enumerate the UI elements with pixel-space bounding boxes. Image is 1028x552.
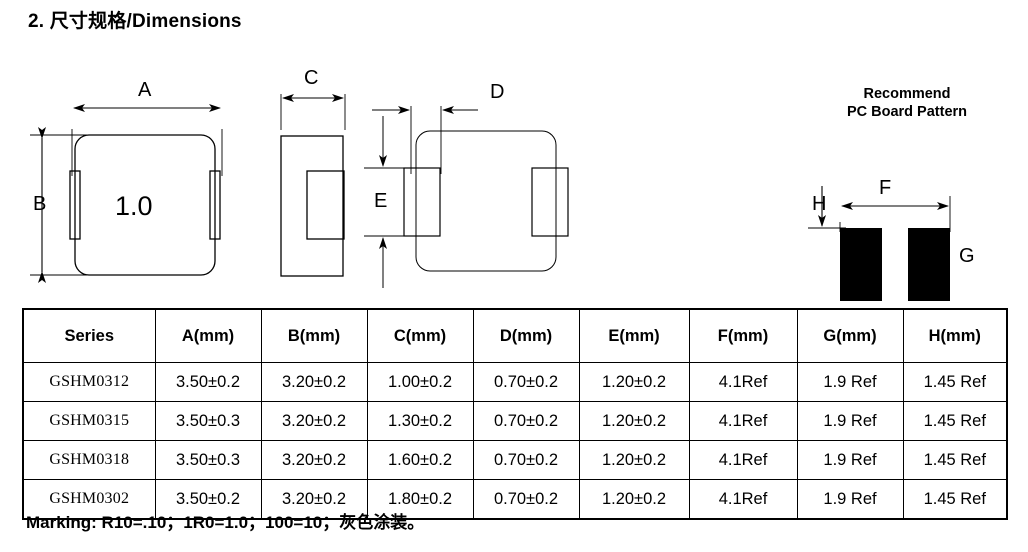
pcb-caption-line2: PC Board Pattern bbox=[846, 104, 968, 120]
dimension-drawings-svg bbox=[30, 94, 951, 301]
part-marking-text: 1.0 bbox=[115, 191, 153, 221]
table-header-gmm: G(mm) bbox=[796, 308, 904, 363]
value-cell: 1.9 Ref bbox=[796, 362, 904, 402]
value-cell: 1.80±0.2 bbox=[366, 479, 474, 520]
value-cell: 1.20±0.2 bbox=[578, 401, 690, 441]
value-cell: 4.1Ref bbox=[688, 401, 798, 441]
value-cell: 1.9 Ref bbox=[796, 440, 904, 480]
pcb-pad-left bbox=[840, 228, 882, 301]
value-cell: 3.50±0.3 bbox=[154, 401, 262, 441]
value-cell: 1.45 Ref bbox=[902, 401, 1008, 441]
value-cell: 1.45 Ref bbox=[902, 362, 1008, 402]
page-title: 2. 尺寸规格/Dimensions bbox=[28, 11, 242, 32]
dim-label-d: D bbox=[490, 81, 505, 103]
series-cell: GSHM0302 bbox=[22, 479, 156, 520]
value-cell: 1.20±0.2 bbox=[578, 440, 690, 480]
series-cell: GSHM0315 bbox=[22, 401, 156, 441]
table-header-cmm: C(mm) bbox=[366, 308, 474, 363]
table-header-bmm: B(mm) bbox=[260, 308, 368, 363]
dim-label-f: F bbox=[879, 177, 892, 199]
dim-label-e: E bbox=[374, 190, 388, 212]
value-cell: 3.50±0.2 bbox=[154, 479, 262, 520]
table-header-emm: E(mm) bbox=[578, 308, 690, 363]
value-cell: 1.00±0.2 bbox=[366, 362, 474, 402]
value-cell: 1.20±0.2 bbox=[578, 479, 690, 520]
pcb-pattern-view bbox=[808, 186, 951, 301]
value-cell: 1.45 Ref bbox=[902, 479, 1008, 520]
value-cell: 3.20±0.2 bbox=[260, 401, 368, 441]
dim-label-h: H bbox=[812, 193, 827, 215]
dim-label-b: B bbox=[33, 193, 47, 215]
value-cell: 1.20±0.2 bbox=[578, 362, 690, 402]
dim-label-g: G bbox=[959, 245, 975, 267]
table-header-amm: A(mm) bbox=[154, 308, 262, 363]
value-cell: 4.1Ref bbox=[688, 479, 798, 520]
value-cell: 3.50±0.3 bbox=[154, 440, 262, 480]
value-cell: 1.9 Ref bbox=[796, 479, 904, 520]
table-header-series: Series bbox=[22, 308, 156, 363]
series-cell: GSHM0318 bbox=[22, 440, 156, 480]
table-header-dmm: D(mm) bbox=[472, 308, 580, 363]
table-header-hmm: H(mm) bbox=[902, 308, 1008, 363]
dim-label-c: C bbox=[304, 67, 319, 89]
dim-label-a: A bbox=[138, 79, 152, 101]
value-cell: 0.70±0.2 bbox=[472, 401, 580, 441]
drawings-area: A B C D E F G H 1.0 Recommend PC Board P… bbox=[0, 46, 1028, 301]
table-header-fmm: F(mm) bbox=[688, 308, 798, 363]
value-cell: 1.60±0.2 bbox=[366, 440, 474, 480]
value-cell: 1.9 Ref bbox=[796, 401, 904, 441]
value-cell: 1.45 Ref bbox=[902, 440, 1008, 480]
side-view bbox=[280, 94, 346, 277]
value-cell: 1.30±0.2 bbox=[366, 401, 474, 441]
bottom-view bbox=[364, 106, 569, 288]
value-cell: 0.70±0.2 bbox=[472, 362, 580, 402]
value-cell: 4.1Ref bbox=[688, 440, 798, 480]
value-cell: 3.20±0.2 bbox=[260, 362, 368, 402]
series-cell: GSHM0312 bbox=[22, 362, 156, 402]
value-cell: 3.20±0.2 bbox=[260, 440, 368, 480]
pcb-pad-right bbox=[908, 228, 950, 301]
marking-note: Marking: R10=.10；1R0=1.0；100=10；灰色涂装。 bbox=[26, 513, 425, 532]
value-cell: 3.50±0.2 bbox=[154, 362, 262, 402]
value-cell: 3.20±0.2 bbox=[260, 479, 368, 520]
pcb-caption-line1: Recommend bbox=[863, 86, 951, 102]
value-cell: 4.1Ref bbox=[688, 362, 798, 402]
value-cell: 0.70±0.2 bbox=[472, 440, 580, 480]
value-cell: 0.70±0.2 bbox=[472, 479, 580, 520]
front-view bbox=[30, 104, 223, 283]
